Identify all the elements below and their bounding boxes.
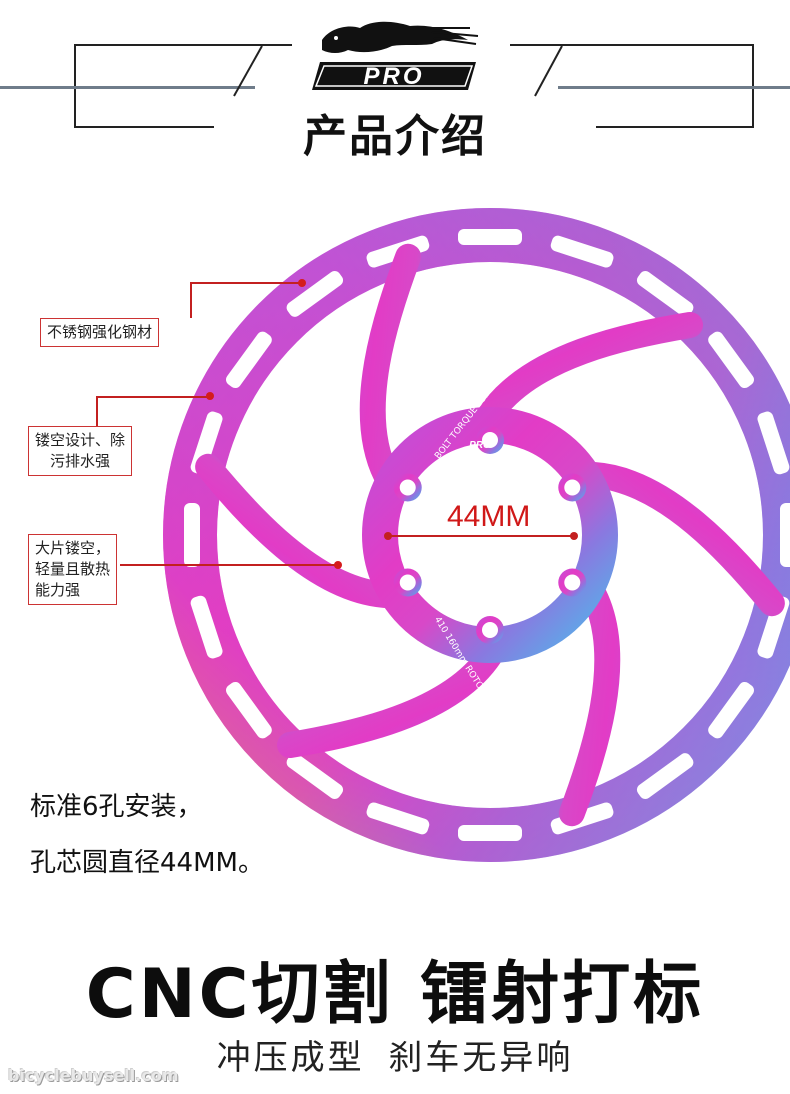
spiral-arm <box>277 642 503 758</box>
ring-slot <box>550 235 614 268</box>
leader-1-dot <box>298 279 306 287</box>
callout-stainless-steel: 不锈钢强化钢材 <box>40 318 160 347</box>
callout-line: 镂空设计、除 <box>35 431 126 449</box>
callout-line: 大片镂空， <box>35 539 111 557</box>
frame-right-top <box>510 44 754 46</box>
frame-slants <box>233 45 563 97</box>
spiral-arm <box>558 582 621 827</box>
callout-lightweight: 大片镂空， 轻量且散热 能力强 <box>28 534 118 605</box>
ring-slot <box>708 681 754 739</box>
page-title: 产品介绍 <box>303 111 487 162</box>
leader-2-vert <box>96 396 98 426</box>
bolt-hole <box>564 479 581 496</box>
ring-slot <box>286 753 344 799</box>
ring-slot <box>636 271 694 317</box>
callout-line: 轻量且散热 <box>35 560 111 578</box>
description-line-1: 标准6孔安装， <box>30 792 203 822</box>
callout-hollow-design: 镂空设计、除 污排水强 <box>28 426 133 476</box>
callout-line: 不锈钢强化钢材 <box>47 323 153 341</box>
callout-line: 污排水强 <box>50 452 111 470</box>
ring-slot <box>366 802 430 835</box>
grey-rule-right <box>558 86 790 89</box>
ring-slot <box>636 753 694 799</box>
leader-1-horz <box>190 282 300 284</box>
frame-left-bottom <box>74 126 214 128</box>
spiral-arm <box>580 462 785 617</box>
callout-line: 能力强 <box>35 581 81 599</box>
ring-slot <box>757 411 790 475</box>
bolt-hole <box>482 432 498 448</box>
brake-disc-image: BOLT TORQUE 55in-lbs 6.2 N-m 410 160mm R… <box>163 208 790 862</box>
bolt-hole <box>564 574 581 591</box>
watermark-text: bicyclebuysell.com <box>8 1066 179 1085</box>
ring-slot <box>226 681 272 739</box>
bolt-hole <box>399 574 416 591</box>
panther-icon <box>322 21 479 53</box>
ring-slot <box>708 331 754 389</box>
grey-rule-left <box>0 86 255 89</box>
ring-slot <box>184 503 200 567</box>
headline: CNC切割 镭射打标 <box>85 955 705 1034</box>
ring-slot <box>286 271 344 317</box>
leader-3-horz <box>120 564 336 566</box>
ring-slot <box>458 825 522 841</box>
subheadline: 冲压成型 刹车无异响 <box>216 1038 574 1078</box>
ring-slot <box>190 595 223 659</box>
spiral-arm <box>195 453 400 608</box>
pro-badge: PRO <box>312 62 476 90</box>
leader-2-dot <box>206 392 214 400</box>
leader-1-vert <box>190 282 192 318</box>
brand-logo: PRO <box>312 21 479 90</box>
spiral-arm <box>359 243 422 488</box>
disc-mini-logo: PRO <box>469 440 491 451</box>
spiral-arm <box>477 312 703 428</box>
brand-wordmark: PRO <box>363 63 424 90</box>
description-line-2: 孔芯圆直径44MM。 <box>30 848 264 878</box>
bolt-hole <box>482 622 498 638</box>
frame-right-bottom <box>596 126 754 128</box>
leader-2-horz <box>96 396 208 398</box>
bolt-hole <box>399 479 416 496</box>
leader-3-dot <box>334 561 342 569</box>
ring-slot <box>780 503 790 567</box>
measurement-label: 44MM <box>447 500 531 533</box>
disc-bolt-holes <box>393 426 587 644</box>
ring-slot <box>458 229 522 245</box>
ring-slot <box>226 331 272 389</box>
frame-left-top <box>74 44 292 46</box>
disc-spiral-arms <box>195 243 785 827</box>
